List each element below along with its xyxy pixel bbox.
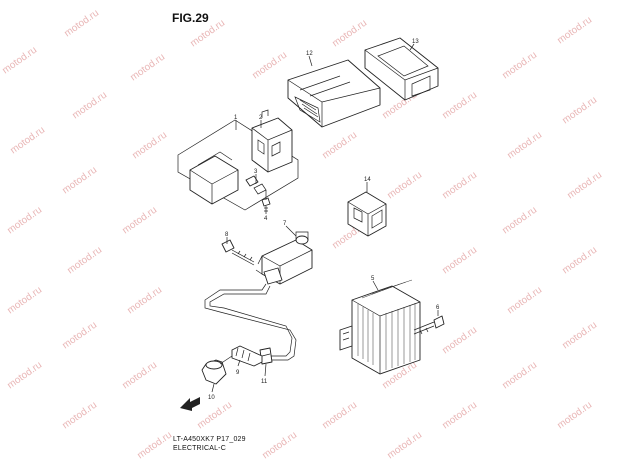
figure-title: FIG.29: [172, 11, 209, 25]
part-number-7: 7: [283, 221, 287, 227]
regulator-rectifier-drawing: [339, 279, 421, 375]
leader-lines: [211, 43, 439, 393]
ignition-coil-drawing: [204, 231, 313, 361]
connector-drawing: [347, 191, 387, 237]
part-number-6: 6: [436, 305, 440, 311]
part-number-labels: 1 2 3 4 5 6 7 8 9 10 11 12 13 14: [208, 39, 440, 401]
plug-boot-drawing: [201, 355, 233, 385]
relay-fuse-box-drawing: [177, 109, 299, 211]
part-number-14: 14: [364, 177, 371, 183]
part-number-11: 11: [261, 379, 268, 385]
part-number-4: 4: [264, 216, 268, 222]
front-arrow-icon: [180, 397, 200, 411]
plug-cap-drawing: [231, 345, 263, 367]
figure-code: LT-A450XK7 P17_029: [173, 436, 246, 443]
part-number-3: 3: [254, 169, 258, 175]
part-number-1: 1: [234, 115, 238, 121]
ecm-unit-drawing: [287, 59, 381, 128]
ecm-case-drawing: [364, 37, 439, 101]
part-number-5: 5: [371, 276, 375, 282]
part-number-13: 13: [412, 39, 419, 45]
part-number-12: 12: [306, 51, 313, 57]
part-number-8: 8: [225, 232, 229, 238]
figure-section: ELECTRICAL-C: [173, 445, 226, 452]
bolt-8-drawing: [221, 239, 255, 266]
part-number-10: 10: [208, 395, 215, 401]
bolt-4-drawing: [261, 197, 271, 214]
part-number-9: 9: [236, 370, 240, 376]
part-number-2: 2: [259, 115, 263, 121]
bolt-6-drawing: [413, 315, 445, 335]
